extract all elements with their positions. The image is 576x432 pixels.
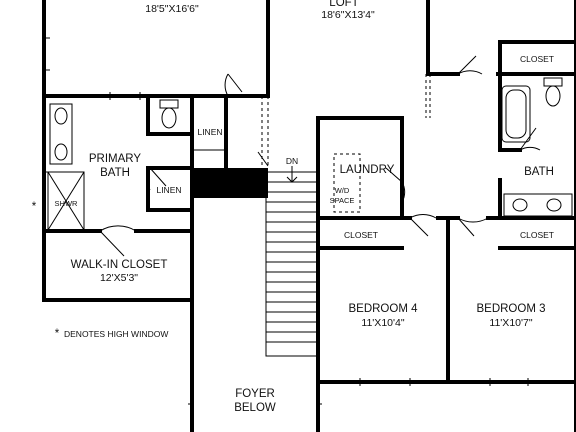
windows [44,37,529,405]
closet-bedroom4-label: CLOSET [344,230,378,240]
primary-bath-label-line1: PRIMARY [89,153,142,165]
door-swings [99,55,541,257]
fixtures [47,77,573,231]
bedroom4-dims: 11'X10'4" [361,317,404,329]
bedroom3-dims: 11'X10'7" [489,317,532,329]
staircase [265,171,319,357]
laundry-label: LAUNDRY [340,164,395,176]
down-arrow-icon [286,166,298,183]
linen-upper-label: LINEN [197,127,222,137]
wd-space-line1: W/D [335,186,350,195]
high-window-asterisk-left: * [32,201,37,213]
top-left-room-dims: 18'5"X16'6" [145,3,199,15]
stair-landing-wall [192,168,268,198]
walls [42,0,576,432]
shower-label: SHWR [55,199,78,208]
foyer-label-line2: BELOW [234,402,276,414]
wd-space-line2: SPACE [330,196,355,205]
bedroom3-label: BEDROOM 3 [476,303,545,315]
bedroom4-label: BEDROOM 4 [348,303,418,315]
loft-label: LOFT [329,0,358,9]
walk-in-closet-label: WALK-IN CLOSET [71,259,168,271]
closet-bedroom3-label: CLOSET [520,230,554,240]
loft-dims: 18'6"X13'4" [321,9,375,21]
walk-in-closet-dims: 12'X5'3" [100,272,138,284]
closet-top-right-label: CLOSET [520,54,554,64]
linen-lower-label: LINEN [156,185,181,195]
primary-bath-label-line2: BATH [100,167,130,179]
high-window-note: DENOTES HIGH WINDOW [64,329,168,339]
dashed-openings [261,74,431,213]
stairs-down-label: DN [286,156,298,166]
bath-label: BATH [524,166,554,178]
foyer-label-line1: FOYER [235,388,275,400]
note-asterisk: * [55,328,60,340]
